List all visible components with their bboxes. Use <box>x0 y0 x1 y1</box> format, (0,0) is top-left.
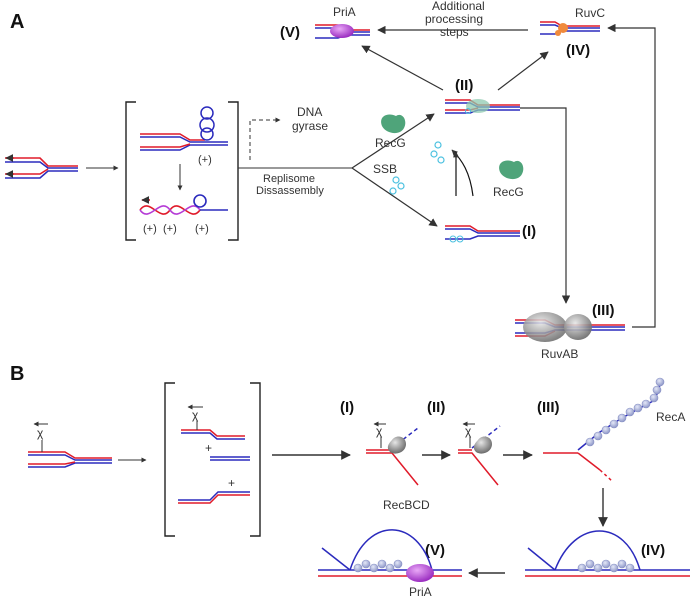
priA-label-a: PriA <box>333 5 356 19</box>
recBCD-label: RecBCD <box>383 498 430 512</box>
recG-curved-arrow <box>451 149 474 197</box>
bracket-b <box>164 382 261 537</box>
plus-label-lower-3: (+) <box>195 223 209 235</box>
ruvAB-label: RuvAB <box>541 347 578 361</box>
chi-label-3: χ <box>376 424 383 438</box>
dna-gyrase-dashed-arrow <box>249 117 281 160</box>
stage-V-label: (V) <box>280 24 300 41</box>
plus-b-1: + <box>205 441 212 455</box>
priA-protein-b <box>406 564 434 582</box>
fork-b-start <box>28 421 112 468</box>
recBCD-protein-2 <box>473 436 492 454</box>
recA-filament-b-IV <box>577 559 635 573</box>
fork-II <box>445 99 520 114</box>
recBCD-protein-1 <box>387 436 406 454</box>
stage-b-V-label: (V) <box>425 542 445 559</box>
arrow-to-I <box>351 167 438 227</box>
priA-protein-a <box>330 24 354 38</box>
stage-II-label: (II) <box>455 77 473 94</box>
chi-label-4: χ <box>465 424 472 438</box>
ruvAB-protein <box>523 312 567 342</box>
recG-protein-right <box>499 160 524 180</box>
fork-I <box>445 225 520 243</box>
arrow-II-to-V <box>361 45 444 91</box>
stage-b-I-label: (I) <box>340 399 354 416</box>
fork-III <box>515 312 625 342</box>
ssb-label: SSB <box>373 162 397 176</box>
arrow-II-to-III <box>520 107 571 304</box>
stage-I-label: (I) <box>522 223 536 240</box>
recG-label-right: RecG <box>493 185 524 199</box>
fork-IV <box>540 21 600 36</box>
chi-label-1: χ <box>37 426 44 440</box>
arrow-to-II <box>351 113 435 169</box>
panel-a-label: A <box>10 11 24 33</box>
arrow-II-to-IV <box>497 51 549 91</box>
panel-b-label: B <box>10 363 24 385</box>
stage-III-label: (III) <box>592 302 615 319</box>
ruvC-protein <box>558 23 568 33</box>
dloop-b-V <box>318 529 462 582</box>
chi-label-2: χ <box>192 408 199 422</box>
ruvC-label: RuvC <box>575 6 605 20</box>
recA-filament-b-III <box>585 377 665 447</box>
stage-b-II-label: (II) <box>427 399 445 416</box>
fork-b-II <box>458 421 501 486</box>
supercoiled-fork-lower <box>139 194 228 215</box>
arrow-III-to-IV <box>607 23 656 328</box>
fork-V <box>315 24 370 39</box>
initial-fork <box>5 154 78 179</box>
bracket-a <box>125 101 239 241</box>
stage-IV-label: (IV) <box>566 42 590 59</box>
priA-label-b: PriA <box>409 585 432 599</box>
plus-label-upper: (+) <box>198 154 212 166</box>
plus-label-lower-2: (+) <box>163 223 177 235</box>
recG-label-left: RecG <box>375 136 406 150</box>
recA-filament-b-V <box>353 559 403 573</box>
ssb-proteins <box>389 141 445 195</box>
recG-protein-left <box>381 114 406 134</box>
dloop-b-IV <box>525 530 690 577</box>
stage-b-III-label: (III) <box>537 399 560 416</box>
plus-label-lower-1: (+) <box>143 223 157 235</box>
stage-b-IV-label: (IV) <box>641 542 665 559</box>
supercoiled-fork-upper <box>140 106 228 151</box>
broken-arm <box>178 404 250 504</box>
plus-b-2: + <box>228 476 235 490</box>
fork-b-I <box>366 421 419 486</box>
recA-label: RecA <box>656 410 685 424</box>
fork-b-III <box>543 377 665 482</box>
